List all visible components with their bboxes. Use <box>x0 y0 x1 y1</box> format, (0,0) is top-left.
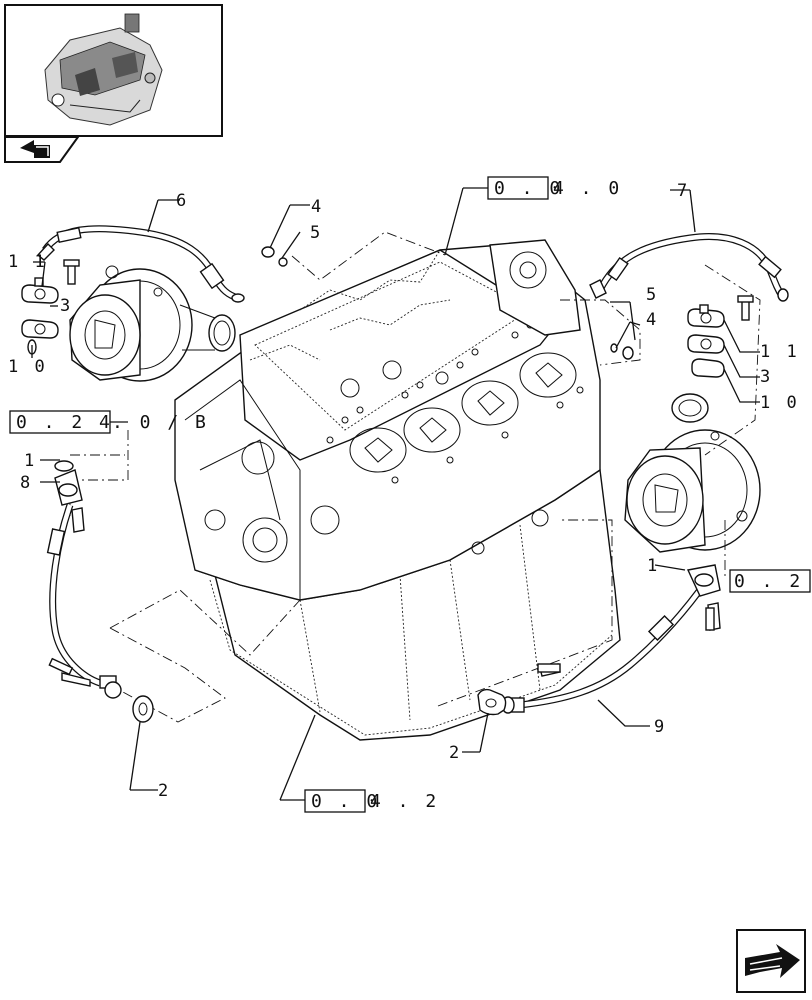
callout-6: 6 <box>176 191 186 211</box>
callout-leaders <box>31 187 760 801</box>
oil-pipe-6 <box>36 225 245 303</box>
nav-next-arrow-button[interactable] <box>736 929 806 993</box>
ref-left[interactable]: 0 . 2 4 . 0 / B <box>9 410 209 434</box>
ref-left-box-text: 0 . 2 4 <box>16 412 113 433</box>
callout-2-right: 2 <box>449 743 459 763</box>
callout-10-left: 1 0 <box>8 357 48 377</box>
fittings-left <box>21 246 288 723</box>
ref-left-rest-text: . 0 / B <box>112 412 209 433</box>
callout-11-right: 1 1 <box>760 342 800 362</box>
thumbnail-engine-icon <box>44 13 163 126</box>
left-turbocharger <box>69 265 236 382</box>
assembly-leaders <box>69 231 761 723</box>
callout-1-right: 1 <box>647 556 657 576</box>
nav-back-arrow-icon <box>20 140 50 158</box>
ref-bottom[interactable]: 0 . 0 4 . 2 <box>304 789 439 813</box>
callout-1-left: 1 <box>24 451 34 471</box>
ref-top-box-text: 0 . 0 <box>494 178 563 199</box>
ref-top-rest-text: 4 . 0 <box>553 178 622 199</box>
ref-top[interactable]: 0 . 0 4 . 0 <box>487 176 622 200</box>
callout-5-right: 5 <box>646 285 656 305</box>
callout-8: 8 <box>20 473 30 493</box>
callout-7: 7 <box>677 181 687 201</box>
callout-2-left: 2 <box>158 781 168 801</box>
callout-3-left: 3 <box>60 296 70 316</box>
callout-3-right: 3 <box>760 367 770 387</box>
nav-back-arrow-button[interactable] <box>4 136 80 163</box>
thumbnail-panel[interactable] <box>4 4 223 137</box>
callout-4-top: 4 <box>311 197 321 217</box>
callout-11-left: 1 1 <box>8 252 48 272</box>
ref-right[interactable]: 0 . 2 4 <box>729 569 812 593</box>
drain-pipe-8 <box>46 460 122 699</box>
callout-4-right: 4 <box>646 310 656 330</box>
ref-bottom-box-text: 0 . 0 <box>311 791 380 812</box>
oil-pipe-7 <box>589 233 789 302</box>
callout-10-right: 1 0 <box>760 393 800 413</box>
callout-numbers: 6 4 5 7 5 4 1 1 3 1 0 1 1 1 3 1 0 1 8 2 … <box>8 181 800 801</box>
right-turbocharger <box>624 393 761 553</box>
callout-9: 9 <box>654 717 664 737</box>
ref-bottom-rest-text: 4 . 2 <box>370 791 439 812</box>
engine-block <box>174 239 621 741</box>
ref-right-box-text: 0 . 2 4 <box>734 571 812 592</box>
callout-5-top: 5 <box>310 223 320 243</box>
